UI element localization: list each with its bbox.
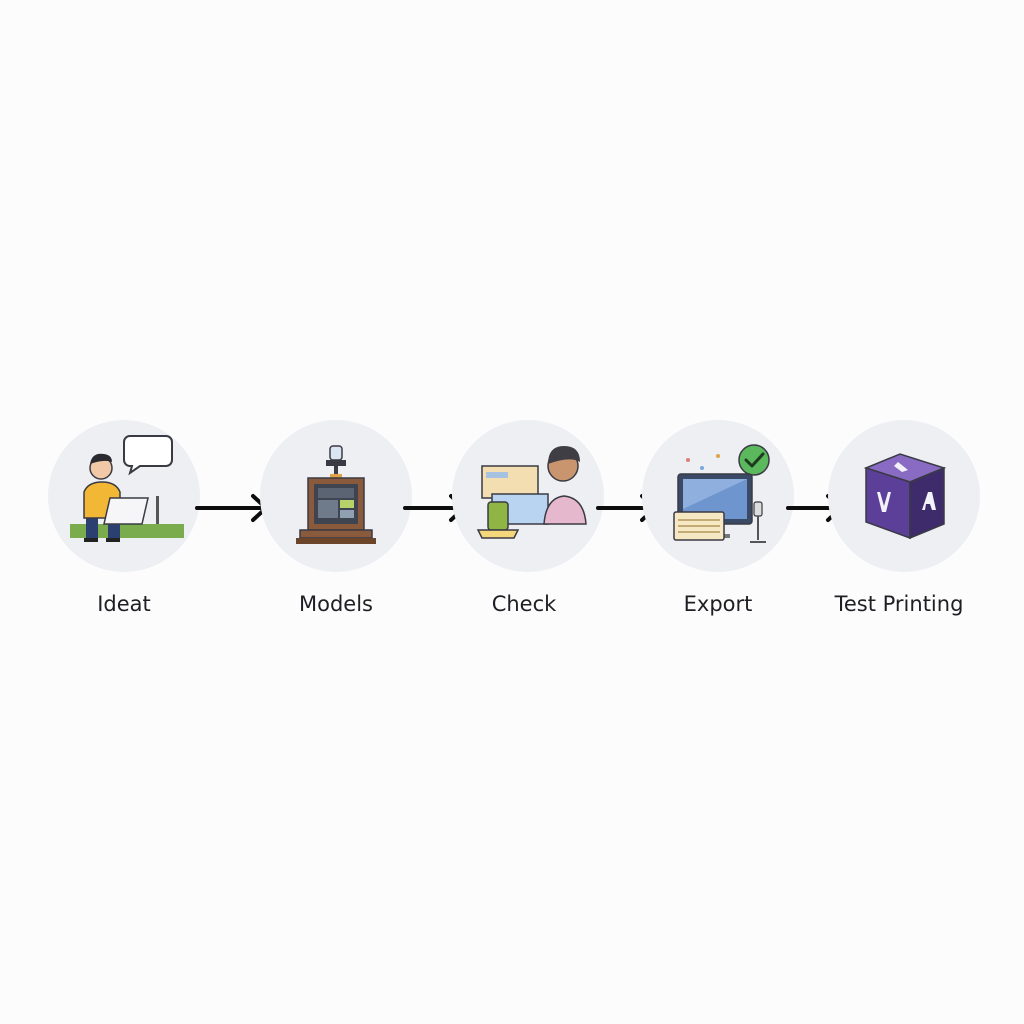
step-label-test-printing: Test Printing <box>834 592 964 616</box>
step-label-models: Models <box>299 592 373 616</box>
3d-printer-icon <box>296 445 376 544</box>
step-label-export: Export <box>683 592 753 616</box>
step-ideat <box>48 420 200 572</box>
step-export <box>642 420 794 572</box>
computer-checkmark-icon <box>673 444 770 543</box>
step-models <box>260 420 412 572</box>
step-check <box>452 420 604 572</box>
printed-cube-icon <box>863 453 947 540</box>
step-label-check: Check <box>491 592 557 616</box>
step-label-ideat: Ideat <box>97 592 151 616</box>
person-laptop-icon <box>70 435 184 542</box>
step-test-printing <box>828 420 980 572</box>
review-screen-icon <box>476 446 587 539</box>
